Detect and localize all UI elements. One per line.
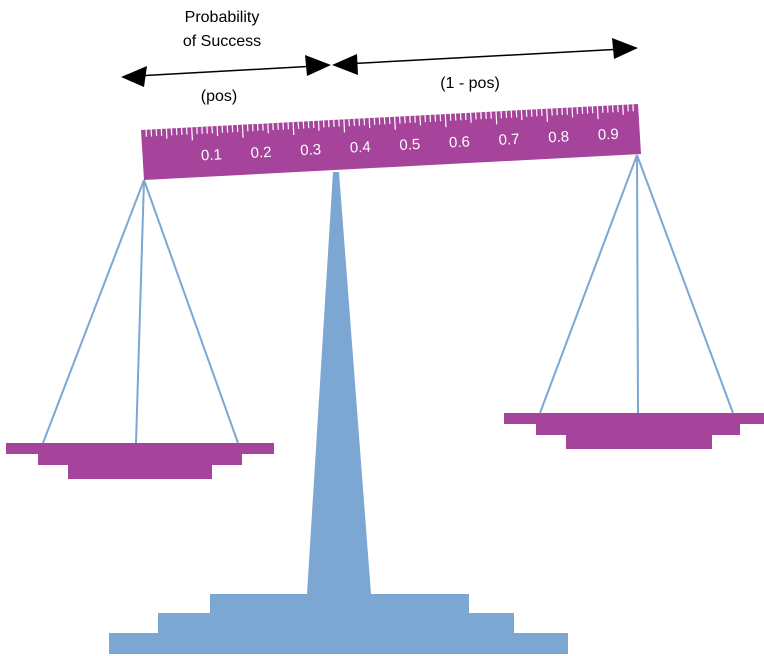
ruler-tick-labels: 0.1 0.2 0.3 0.4 0.5 0.6 0.7 0.8 0.9 [201, 126, 620, 165]
ruler-tick [317, 120, 320, 131]
ruler-tick-label: 0.2 [250, 144, 272, 162]
ruler-tick-label: 0.1 [201, 146, 223, 164]
ruler-tick-label: 0.5 [399, 136, 421, 154]
right-pan [504, 413, 764, 449]
ruler-tick [292, 121, 295, 136]
ruler-tick [470, 112, 472, 123]
left-pan-strings [42, 179, 239, 444]
title-line-1: Probability [185, 9, 260, 26]
right-pan-strings [539, 154, 734, 414]
ruler-tick [343, 119, 346, 133]
ruler-tick [444, 114, 447, 128]
ruler-tick [419, 115, 422, 126]
ruler-tick [571, 107, 574, 118]
ruler-tick [520, 110, 523, 121]
ruler-tick [622, 104, 624, 115]
ruler-body [141, 104, 641, 180]
ruler-tick [546, 108, 548, 122]
ruler-tick-label: 0.4 [349, 139, 371, 157]
right-segment-label: (1 - pos) [440, 75, 500, 92]
ruler-tick [596, 106, 599, 120]
ruler-tick [241, 124, 244, 138]
left-segment-label: (pos) [201, 88, 237, 105]
ruler-beam: 0.1 0.2 0.3 0.4 0.5 0.6 0.7 0.8 0.9 [141, 104, 641, 180]
title-line-2: of Success [183, 33, 261, 50]
ruler-tick [394, 116, 396, 130]
ruler-tick-label: 0.6 [449, 133, 471, 151]
ruler-ticks [145, 104, 634, 141]
ruler-tick [495, 111, 498, 125]
ruler-tick [267, 123, 269, 134]
ruler-tick [368, 118, 371, 129]
ruler-tick [216, 125, 219, 137]
left-double-arrow-icon [121, 55, 331, 87]
ruler-tick [191, 127, 193, 141]
ruler-tick-label: 0.9 [597, 126, 619, 144]
ruler-tick-label: 0.7 [498, 131, 520, 149]
right-double-arrow-icon [332, 38, 638, 75]
ruler-tick-label: 0.8 [548, 128, 570, 146]
left-pan [6, 443, 274, 479]
ruler-tick-label: 0.3 [300, 141, 322, 159]
stand-base [109, 594, 568, 654]
ruler-tick [165, 128, 168, 139]
stand-pillar [307, 172, 371, 594]
